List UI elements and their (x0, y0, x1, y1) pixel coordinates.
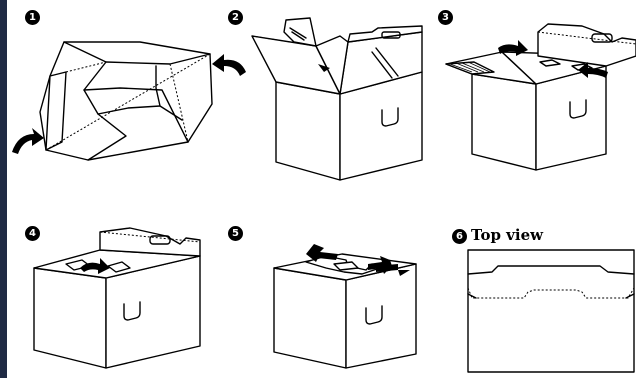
step-5-badge: 5 (228, 226, 243, 241)
step-3-panel: 3 (432, 2, 636, 192)
step-1-panel: 1 (10, 2, 246, 182)
step-1-flattened-box-illustration (12, 41, 246, 161)
step-6-panel: 6 Top view (432, 210, 636, 378)
step-3-folding-flaps-illustration (445, 23, 636, 171)
step-1-badge: 1 (25, 10, 40, 25)
step-4-badge: 4 (25, 226, 40, 241)
step-2-open-box-illustration (251, 17, 423, 181)
step-2-panel: 2 (222, 2, 432, 192)
step-6-caption: Top view (471, 226, 544, 244)
step-4-panel: 4 (10, 210, 220, 378)
step-4-closed-box-illustration (33, 227, 201, 369)
step-5-panel: 5 (222, 210, 432, 378)
step-6-badge: 6 (452, 229, 467, 244)
step-2-badge: 2 (228, 10, 243, 25)
step-3-badge: 3 (438, 10, 453, 25)
step-5-locked-box-illustration (273, 244, 417, 369)
step-6-top-view-illustration (467, 249, 635, 373)
left-edge-bar (0, 0, 7, 378)
